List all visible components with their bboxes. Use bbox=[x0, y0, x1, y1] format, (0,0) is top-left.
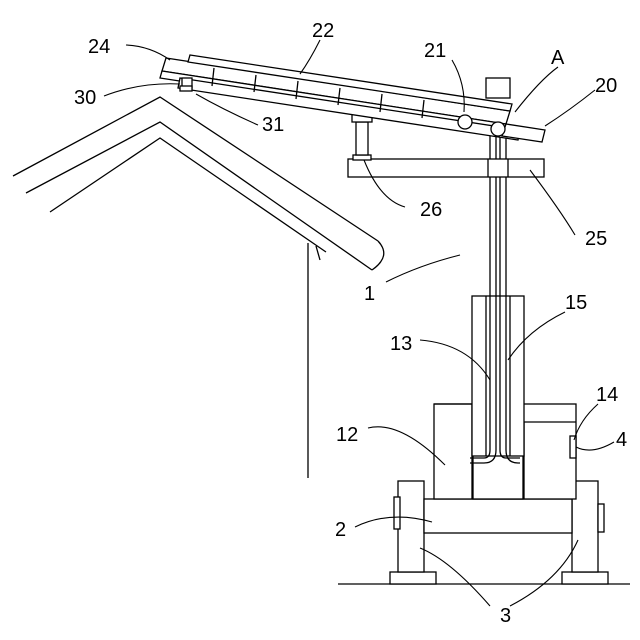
label-12: 12 bbox=[336, 424, 358, 446]
label-26: 26 bbox=[420, 199, 442, 221]
label-13: 13 bbox=[390, 333, 412, 355]
support-plate bbox=[348, 159, 544, 177]
label-25: 25 bbox=[585, 228, 607, 250]
label-3: 3 bbox=[500, 605, 511, 627]
label-2: 2 bbox=[335, 519, 346, 541]
label-14: 14 bbox=[596, 384, 618, 406]
label-21: 21 bbox=[424, 40, 446, 62]
support-cylinder bbox=[352, 114, 372, 160]
house-roof bbox=[13, 97, 384, 478]
label-30: 30 bbox=[74, 87, 96, 109]
label-31: 31 bbox=[262, 114, 284, 136]
label-22: 22 bbox=[312, 20, 334, 42]
label-A: A bbox=[551, 47, 565, 69]
base-platform bbox=[424, 499, 572, 533]
label-1: 1 bbox=[364, 283, 375, 305]
label-24: 24 bbox=[88, 36, 110, 58]
label-4: 4 bbox=[616, 429, 627, 451]
label-20: 20 bbox=[595, 75, 617, 97]
label-15: 15 bbox=[565, 292, 587, 314]
